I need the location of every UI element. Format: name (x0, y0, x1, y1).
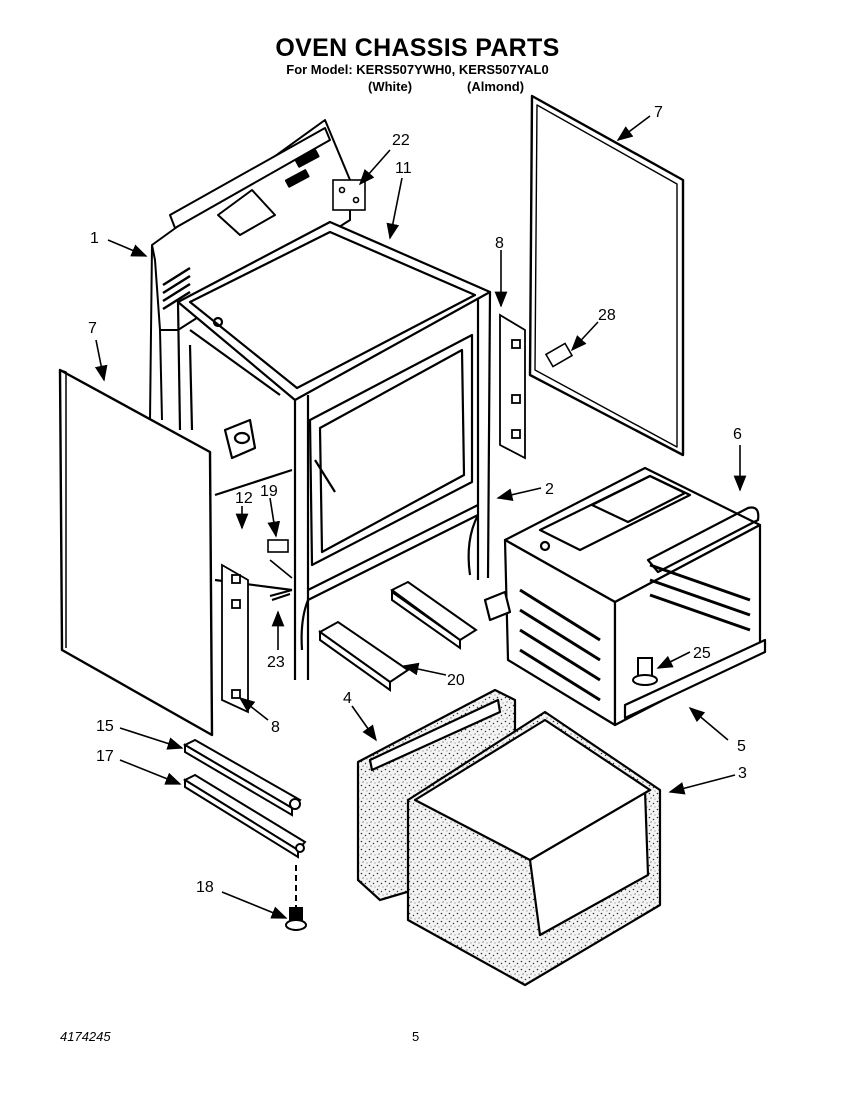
callout-5: 5 (737, 738, 746, 755)
left-side-panel (58, 368, 214, 737)
callout-8-left: 8 (271, 719, 280, 736)
callout-4: 4 (343, 690, 352, 707)
oven-frame (176, 220, 492, 680)
leader-lines (94, 115, 747, 919)
callout-12: 12 (235, 490, 253, 507)
side-bracket-right (499, 313, 526, 460)
callout-8-right: 8 (495, 235, 504, 252)
callout-labels: 1 22 11 7 8 28 7 6 2 12 19 23 8 20 25 5 … (88, 104, 747, 896)
callout-20: 20 (447, 672, 465, 689)
model-line: For Model: KERS507YWH0, KERS507YAL0 (286, 62, 549, 77)
front-rails (318, 580, 478, 692)
callout-7-right: 7 (654, 104, 663, 121)
document-number: 4174245 (60, 1029, 111, 1044)
page-number: 5 (412, 1029, 420, 1044)
callout-28: 28 (598, 307, 616, 324)
callout-6: 6 (733, 426, 742, 443)
clip-19 (267, 539, 293, 579)
right-side-panel (528, 94, 685, 457)
callout-18: 18 (196, 879, 214, 896)
leveling-leg (285, 865, 307, 931)
variant-white: (White) (368, 79, 413, 94)
callout-3: 3 (738, 765, 747, 782)
callout-11: 11 (395, 160, 412, 177)
callout-19: 19 (260, 483, 278, 500)
callout-7-left: 7 (88, 320, 97, 337)
back-panel (149, 119, 351, 421)
callout-2: 2 (545, 481, 554, 498)
insulation-wrap (406, 710, 662, 987)
side-bracket-left (221, 563, 249, 714)
hinge-bracket (332, 179, 366, 211)
callout-15: 15 (96, 718, 114, 735)
callout-1: 1 (90, 230, 99, 247)
callout-25: 25 (693, 645, 711, 662)
callout-17: 17 (96, 748, 114, 765)
oven-liner (483, 466, 767, 727)
callout-23: 23 (267, 654, 285, 671)
page-title: OVEN CHASSIS PARTS (275, 34, 560, 62)
screw-23 (269, 589, 293, 601)
terminal-block (544, 342, 574, 368)
element-25 (632, 657, 658, 686)
bottom-rails (182, 738, 307, 859)
callout-22: 22 (392, 132, 410, 149)
variant-almond: (Almond) (467, 79, 525, 94)
